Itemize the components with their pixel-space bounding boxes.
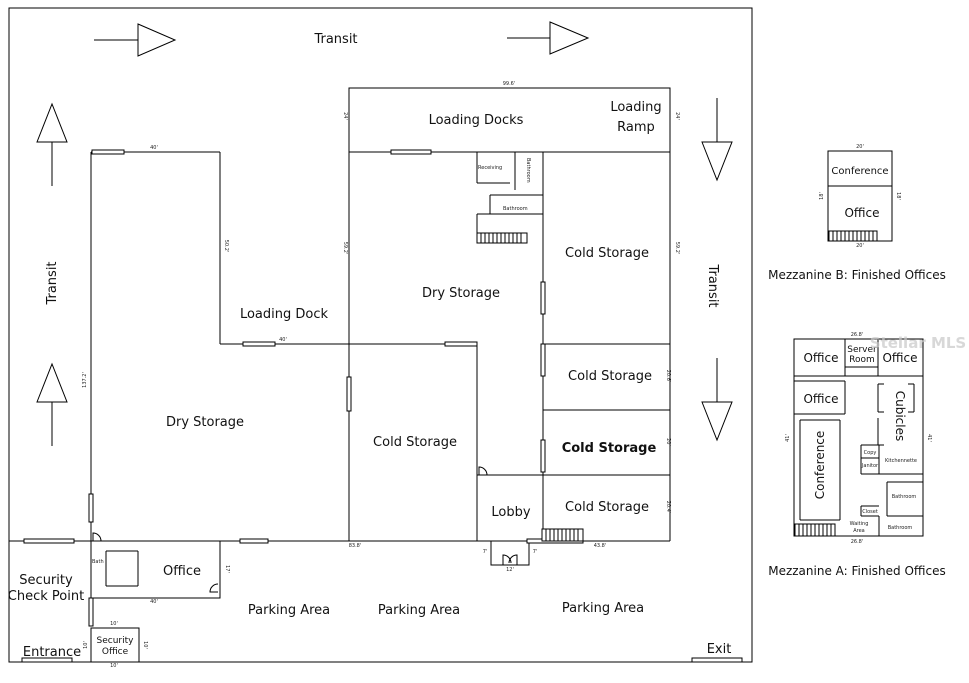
mezz-b-caption: Mezzanine B: Finished Offices xyxy=(768,268,946,282)
dim-dock-h-right: 24' xyxy=(674,112,680,120)
loading-ramp-label-1: Loading xyxy=(610,100,661,115)
security-office-label-2: Office xyxy=(102,647,129,657)
cold-storage-3-label: Cold Storage xyxy=(562,441,657,456)
mezzanine-a: Office Server Room Office Office Cubicle… xyxy=(785,332,932,545)
entrance-label: Entrance xyxy=(23,645,81,660)
mezz-a-dim-right: 41' xyxy=(926,434,932,442)
dimension-labels: 99.6' 24' 24' 40' 50.2' 40' 59.2' 59.2' … xyxy=(82,81,680,669)
dim-cold-4-v: 20.4' xyxy=(665,501,671,514)
dim-office-w: 40' xyxy=(150,599,158,605)
transit-arrows xyxy=(36,21,733,446)
mezz-a-bathroom-1-label: Bathroom xyxy=(892,494,917,500)
mezz-a-server-label-2: Room xyxy=(849,355,875,365)
mezzanine-b: Conference Office 20' 20' 18' 18' xyxy=(819,144,901,249)
mezz-b-dim-right: 18' xyxy=(895,192,901,200)
dim-lobby-w: 12' xyxy=(506,567,514,573)
dim-cold-3-v: 20' xyxy=(665,438,671,446)
loading-docks-label: Loading Docks xyxy=(429,113,524,128)
stellar-mls-watermark: Stellar MLS xyxy=(870,334,966,352)
transit-top-label: Transit xyxy=(313,32,357,47)
site-boundary xyxy=(8,7,753,663)
doors xyxy=(21,149,743,663)
dim-sec-right: 10' xyxy=(142,641,148,649)
mezz-a-waiting-label-1: Waiting xyxy=(850,521,869,527)
exit-label: Exit xyxy=(707,642,732,657)
mezz-a-dim-bottom: 26.8' xyxy=(851,539,864,545)
mezz-a-office-2-label: Office xyxy=(882,351,917,365)
mezz-b-dim-top: 20' xyxy=(856,144,864,150)
dim-office-v: 17' xyxy=(224,565,230,573)
mezz-a-office-3-label: Office xyxy=(803,392,838,406)
dim-bottom-mid: 83.8' xyxy=(349,543,362,549)
dry-storage-left-label: Dry Storage xyxy=(166,415,244,430)
security-check-label-2: Check Point xyxy=(8,589,84,604)
parking-area-2-label: Parking Area xyxy=(378,603,460,618)
dry-storage-upper-label: Dry Storage xyxy=(422,286,500,301)
mezz-a-janitor-label: Janitor xyxy=(861,463,879,469)
parking-area-1-label: Parking Area xyxy=(248,603,330,618)
mezz-a-cubicles-label: Cubicles xyxy=(893,391,907,442)
mezz-a-copy-label: Copy xyxy=(864,450,877,456)
mezz-a-kitchenette-label: Kitchennette xyxy=(885,458,917,464)
loading-ramp-label-2: Ramp xyxy=(617,120,655,135)
mezz-a-dim-left: 41' xyxy=(785,434,791,442)
mezz-a-closet-label: Closet xyxy=(862,509,878,515)
dim-left-v: 137.2' xyxy=(82,372,88,388)
dim-sec-bottom: 10' xyxy=(110,663,118,669)
bathroom-vertical-label: Bathroom xyxy=(525,158,531,183)
mezz-b-dim-left: 18' xyxy=(819,192,825,200)
mezz-b-conference-label: Conference xyxy=(831,166,888,177)
security-check-label-1: Security xyxy=(19,573,73,588)
dim-wing-top: 40' xyxy=(150,145,158,151)
dim-dry-upper-v: 59.2' xyxy=(342,242,348,255)
lobby-label: Lobby xyxy=(491,505,530,520)
mezz-a-server-label-1: Server xyxy=(847,345,877,355)
dim-wing-v: 50.2' xyxy=(223,240,229,253)
door-swings xyxy=(92,466,518,593)
mezz-a-waiting-label-2: Area xyxy=(853,528,865,534)
ramps xyxy=(476,232,584,542)
cold-storage-1-label: Cold Storage xyxy=(565,246,649,261)
parking-area-3-label: Parking Area xyxy=(562,601,644,616)
dim-sec-left: 10' xyxy=(83,641,89,649)
mezz-b-dim-bottom: 20' xyxy=(856,243,864,249)
dim-lobby-l: 7' xyxy=(483,549,488,555)
dim-dock-h-left: 24' xyxy=(342,112,348,120)
mezz-a-conference-label: Conference xyxy=(813,431,827,500)
security-office-label-1: Security xyxy=(97,636,135,646)
mezz-a-office-1-label: Office xyxy=(803,351,838,365)
dim-bottom-right: 43.8' xyxy=(594,543,607,549)
bath-label: Bath xyxy=(92,559,104,565)
dim-top-dock: 99.6' xyxy=(503,81,516,87)
cold-storage-mid-label: Cold Storage xyxy=(373,435,457,450)
transit-left-label: Transit xyxy=(45,261,60,305)
dim-sec-top: 10' xyxy=(110,621,118,627)
office-label: Office xyxy=(163,564,201,579)
dim-cold-2-v: 20.6' xyxy=(665,370,671,383)
mezz-a-dim-top: 26.8' xyxy=(851,332,864,338)
dim-lobby-r: 7' xyxy=(533,549,538,555)
bathroom-horizontal-label: Bathroom xyxy=(503,206,528,212)
receiving-label: Receiving xyxy=(478,165,502,171)
loading-dock-label: Loading Dock xyxy=(240,307,329,322)
dim-cold-right-v: 59.2' xyxy=(674,242,680,255)
cold-storage-2-label: Cold Storage xyxy=(568,369,652,384)
mezz-a-caption: Mezzanine A: Finished Offices xyxy=(768,564,946,578)
dim-loading-dock-w: 40' xyxy=(279,337,287,343)
cold-storage-4-label: Cold Storage xyxy=(565,500,649,515)
mezz-b-office-label: Office xyxy=(844,206,879,220)
transit-right-label: Transit xyxy=(705,263,720,307)
mezz-a-bathroom-2-label: Bathroom xyxy=(888,525,913,531)
